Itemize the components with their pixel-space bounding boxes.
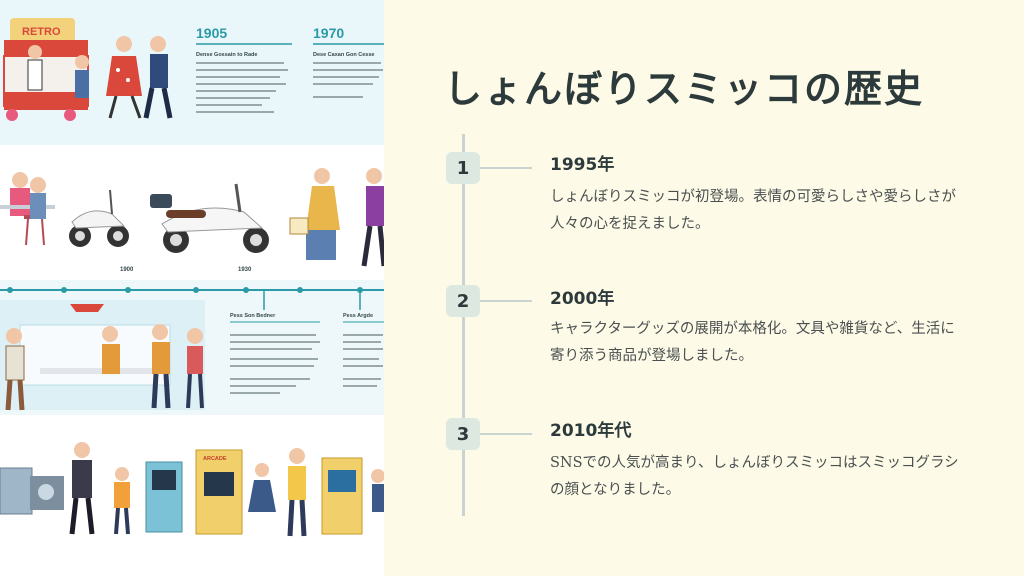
timeline-year-1: 1995年: [550, 155, 615, 175]
timeline-desc-2: キャラクターグッズの展開が本格化。文具や雑貨など、生活に寄り添う商品が登場しまし…: [550, 321, 955, 364]
timeline-connector-1: [480, 167, 532, 169]
timeline-line: [462, 134, 465, 516]
illus-heading-2: Dese Caxan Gon Cesse: [313, 52, 374, 58]
timeline-marker-3: 3: [446, 418, 480, 450]
illus-heading-4: Pess Argde: [343, 313, 373, 319]
illus-timeline-dots: [7, 287, 363, 293]
illus-heading-1: Dense Gossain to Rade: [196, 52, 257, 58]
content-pane: しょんぼりスミッコの歴史 1 1995年 しょんぼりスミッコが初登場。表情の可愛…: [384, 0, 1024, 576]
illus-year-3: 1900: [120, 267, 134, 273]
arcade-scene: [0, 442, 384, 537]
timeline-connector-3: [480, 433, 532, 435]
illus-heading-3: Pess Son Bedner: [230, 313, 276, 319]
illus-year-2: 1970: [313, 25, 344, 41]
history-illustration: RETRO 1905 1970 Dense Gossain to Rade De…: [0, 0, 384, 576]
timeline-marker-1: 1: [446, 152, 480, 184]
illus-text-lines-2: [230, 334, 383, 394]
scooter-scene: [0, 168, 384, 267]
illus-year-4: 1930: [238, 267, 252, 273]
timeline-desc-3: SNSでの人気が高まり、しょんぼりスミッコはスミッコグラシの顔となりました。: [550, 455, 959, 498]
page-title: しょんぼりスミッコの歴史: [444, 67, 925, 111]
timeline-connector-2: [480, 300, 532, 302]
illus-year-1: 1905: [196, 25, 227, 41]
shop-scene: [0, 300, 205, 411]
retro-sign: RETRO: [22, 26, 61, 38]
timeline-year-3: 2010年代: [550, 421, 632, 441]
diner-scene: [3, 18, 173, 121]
illustration-canvas: RETRO 1905 1970 Dense Gossain to Rade De…: [0, 0, 384, 576]
timeline-desc-1: しょんぼりスミッコが初登場。表情の可愛らしさや愛らしさが人々の心を捉えました。: [550, 189, 956, 232]
timeline-year-2: 2000年: [550, 289, 615, 309]
illus-text-lines-1: [196, 62, 383, 113]
arcade-sign: ARCADE: [203, 456, 227, 462]
timeline-marker-2: 2: [446, 285, 480, 317]
